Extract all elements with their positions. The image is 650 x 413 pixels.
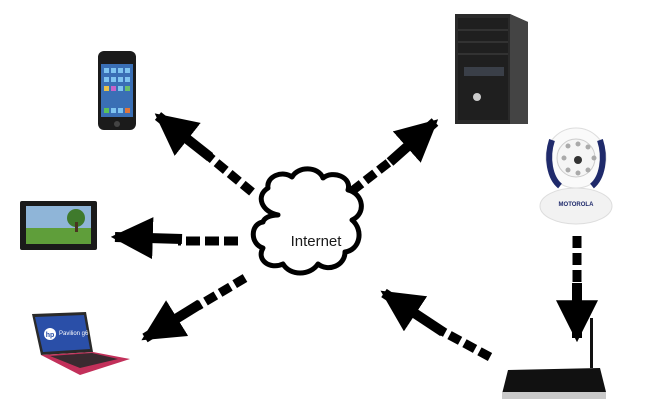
edge-internet-to-tablet	[110, 217, 238, 260]
edge-internet-to-desktop	[349, 118, 439, 195]
edge-router-to-internet	[380, 288, 493, 361]
edge-internet-to-laptop	[141, 274, 248, 343]
camera-icon: MOTOROLA	[539, 127, 613, 225]
laptop-logo: hp	[46, 332, 55, 339]
laptop-icon: hp Pavilion g6	[32, 312, 130, 375]
edge-internet-to-smartphone	[154, 112, 255, 196]
internet-label: Internet	[291, 233, 343, 250]
desktop-tower-icon	[455, 14, 528, 124]
smartphone-icon	[98, 51, 136, 130]
router-icon	[502, 318, 606, 399]
laptop-screen-text: Pavilion g6	[59, 331, 89, 337]
internet-cloud: Internet	[250, 166, 364, 276]
tablet-icon	[20, 201, 97, 250]
camera-brand: MOTOROLA	[559, 202, 595, 208]
